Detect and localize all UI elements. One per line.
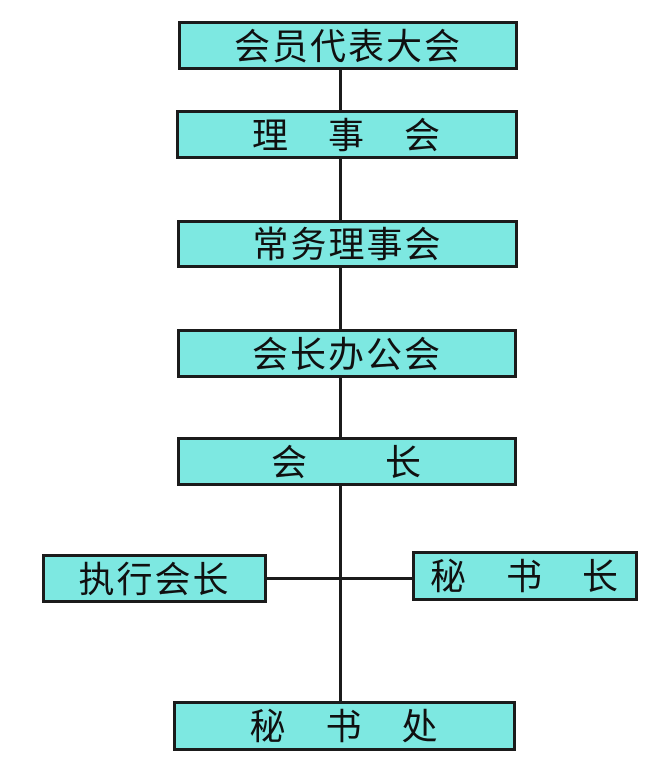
connector-council-standing-council xyxy=(339,157,342,223)
connector-standing-council-president-office xyxy=(339,266,342,332)
node-executive-president-label: 执行会长 xyxy=(78,559,231,600)
node-secretariat: 秘 书 处 xyxy=(173,701,516,751)
node-president-label: 会 长 xyxy=(270,442,423,483)
node-standing-council: 常务理事会 xyxy=(177,220,518,268)
connector-member-congress-council xyxy=(339,68,342,114)
node-member-congress-label: 会员代表大会 xyxy=(233,26,462,67)
node-executive-president: 执行会长 xyxy=(42,554,267,603)
connector-executive-president-secretary-general xyxy=(265,577,414,580)
node-president-office-label: 会长办公会 xyxy=(251,334,442,375)
node-standing-council-label: 常务理事会 xyxy=(252,225,443,265)
node-council-label: 理 事 会 xyxy=(251,115,442,156)
node-secretariat-label: 秘 书 处 xyxy=(249,707,440,747)
connector-president-office-president xyxy=(339,376,342,440)
node-president: 会 长 xyxy=(177,437,517,486)
node-president-office: 会长办公会 xyxy=(177,329,517,378)
node-secretary-general-label: 秘 书 长 xyxy=(429,557,620,597)
node-council: 理 事 会 xyxy=(176,110,518,159)
connector-president-secretariat xyxy=(339,484,342,704)
node-member-congress: 会员代表大会 xyxy=(178,21,518,70)
node-secretary-general: 秘 书 长 xyxy=(412,551,638,601)
